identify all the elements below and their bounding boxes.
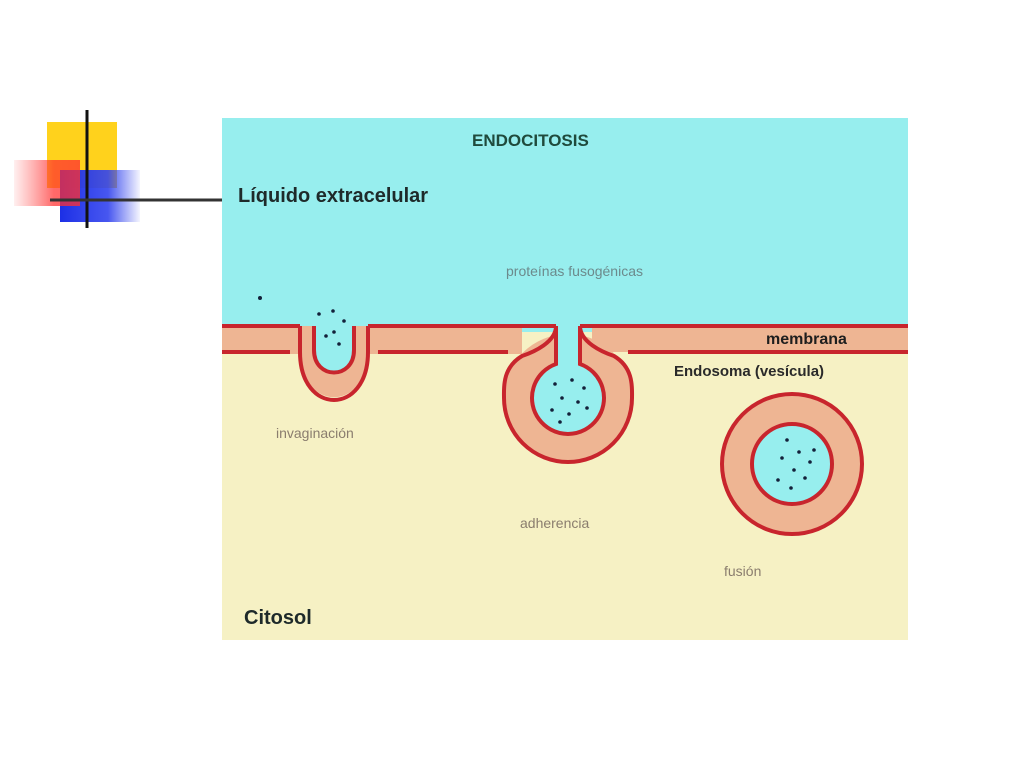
extracellular-label: Líquido extracelular	[238, 185, 428, 207]
invagination-label: invaginación	[276, 425, 354, 441]
endosome-vesicle	[720, 392, 864, 536]
fusogenic-protein-particles	[258, 296, 816, 490]
proteins-label: proteínas fusogénicas	[506, 263, 643, 279]
adherence-label: adherencia	[520, 515, 589, 531]
membrane-label: membrana	[766, 331, 847, 348]
endocytosis-diagram: ENDOCITOSIS Líquido extracelular proteín…	[222, 118, 908, 640]
endosome-label: Endosoma (vesícula)	[674, 363, 824, 380]
cytosol-label: Citosol	[244, 607, 312, 629]
fusion-label: fusión	[724, 563, 761, 579]
red-square	[14, 160, 80, 206]
cell-membrane	[222, 324, 908, 464]
diagram-title: ENDOCITOSIS	[472, 131, 589, 150]
corner-decoration	[14, 110, 222, 228]
extracellular-region	[222, 118, 908, 332]
